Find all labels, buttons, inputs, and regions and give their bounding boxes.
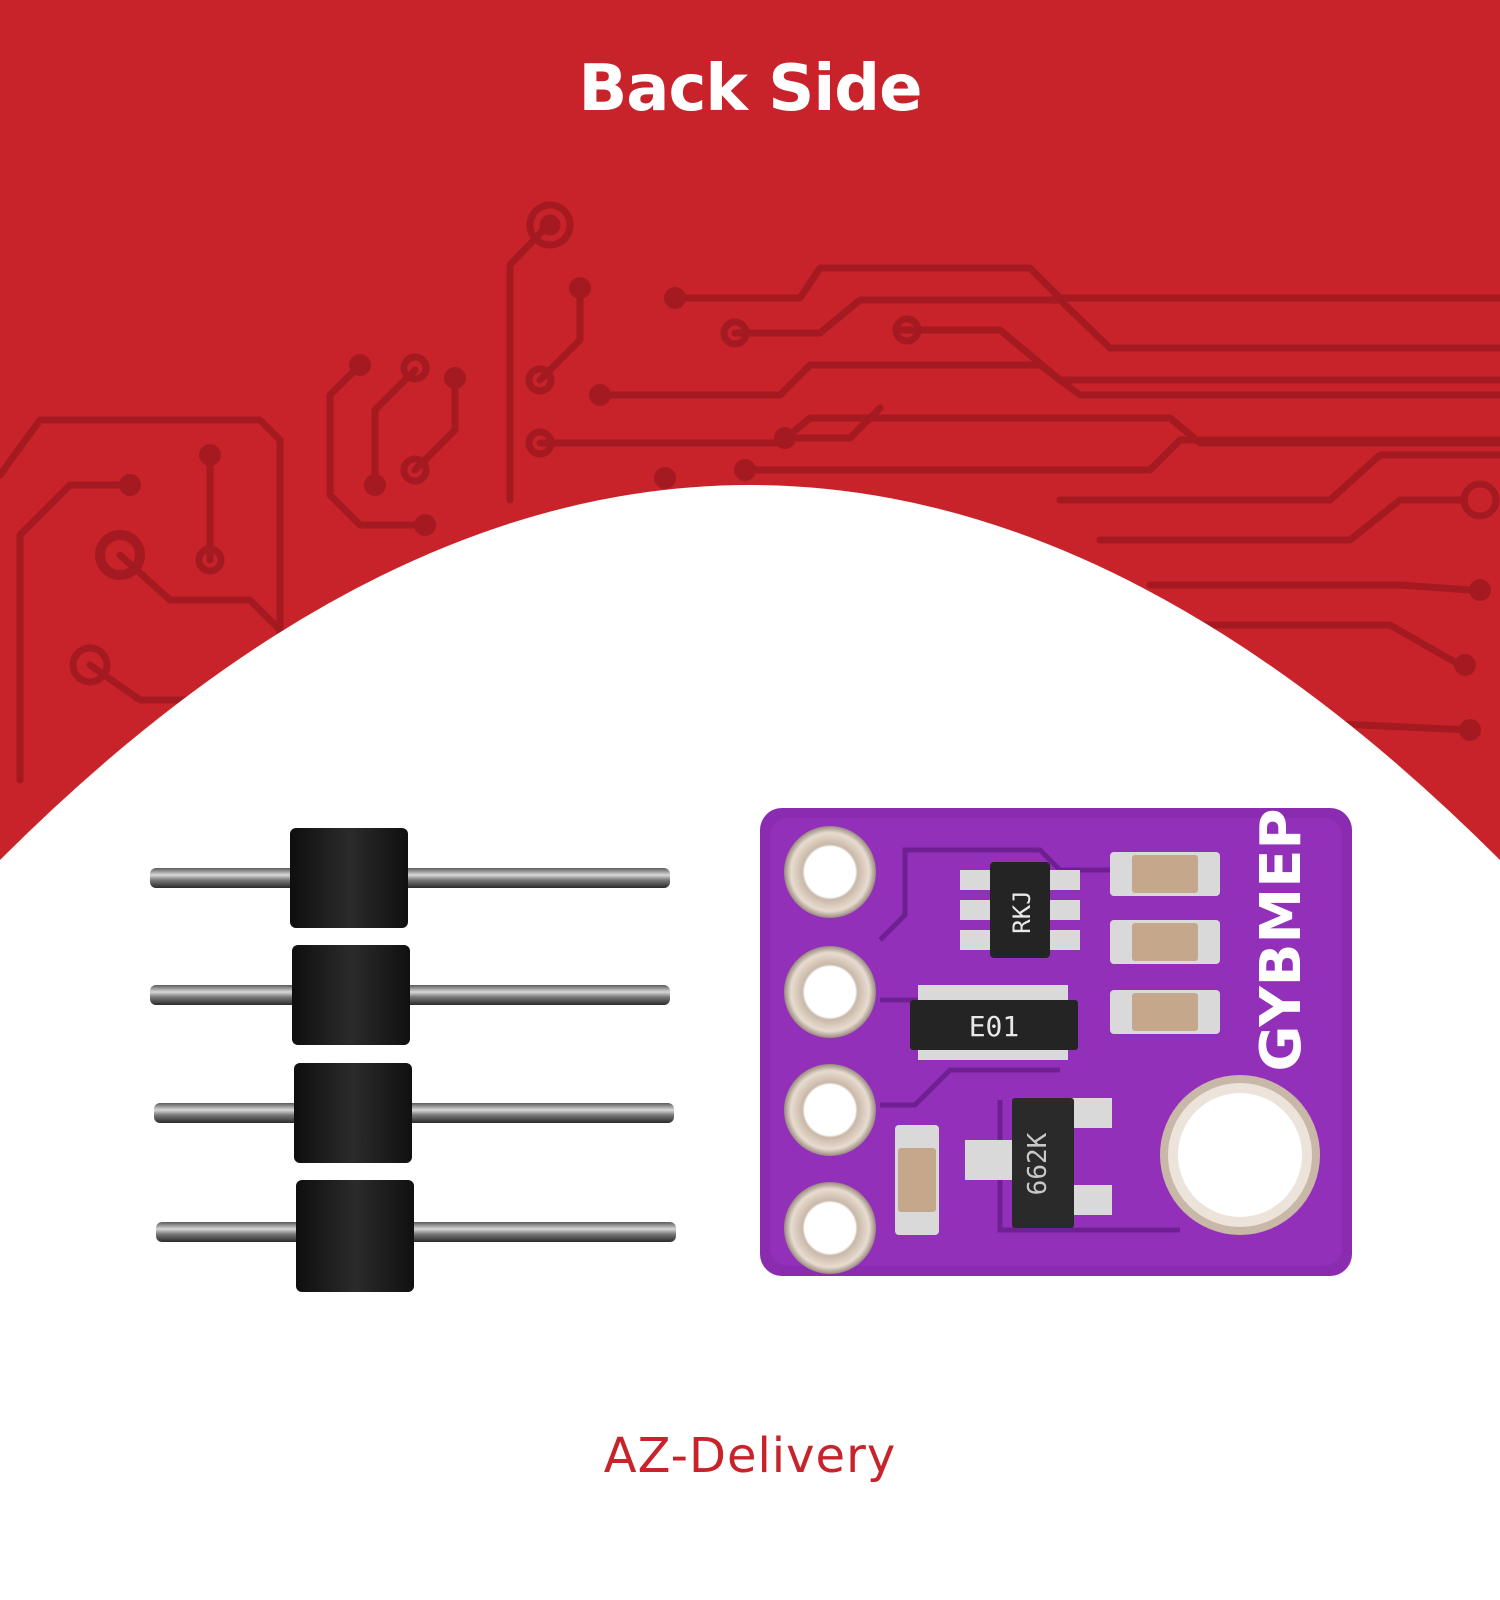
chip-marking: 662K [1023,1132,1053,1195]
chip-rkj: RKJ [960,862,1080,958]
chip-e01: E01 [910,985,1078,1060]
sensor-board: RKJ E01 662K [760,808,1352,1276]
header-pin [154,1063,674,1163]
white-arc [0,485,1500,1600]
header-pin [150,828,670,928]
pin-pad [784,946,876,1038]
passive-components [895,852,1220,1235]
pin-pad [784,1182,876,1274]
chip-marking: RKJ [1008,890,1036,933]
pin-pad [784,826,876,918]
sensor-port [1160,1075,1320,1235]
chip-marking: E01 [969,1010,1020,1043]
brand-logo: AZ-Delivery [603,1428,897,1484]
pin-header [150,828,676,1292]
board-silkscreen-name: GYBMEP [1249,809,1314,1072]
circuit-rings [69,201,1500,686]
circuit-pads [119,277,1491,741]
header-pin [156,1180,676,1292]
header-pin [150,945,670,1045]
chip-662k: 662K [965,1098,1112,1228]
pin-pads [784,826,876,1274]
circuit-traces [0,224,1500,784]
pin-pad [784,1064,876,1156]
page-title: Back Side [578,52,923,126]
